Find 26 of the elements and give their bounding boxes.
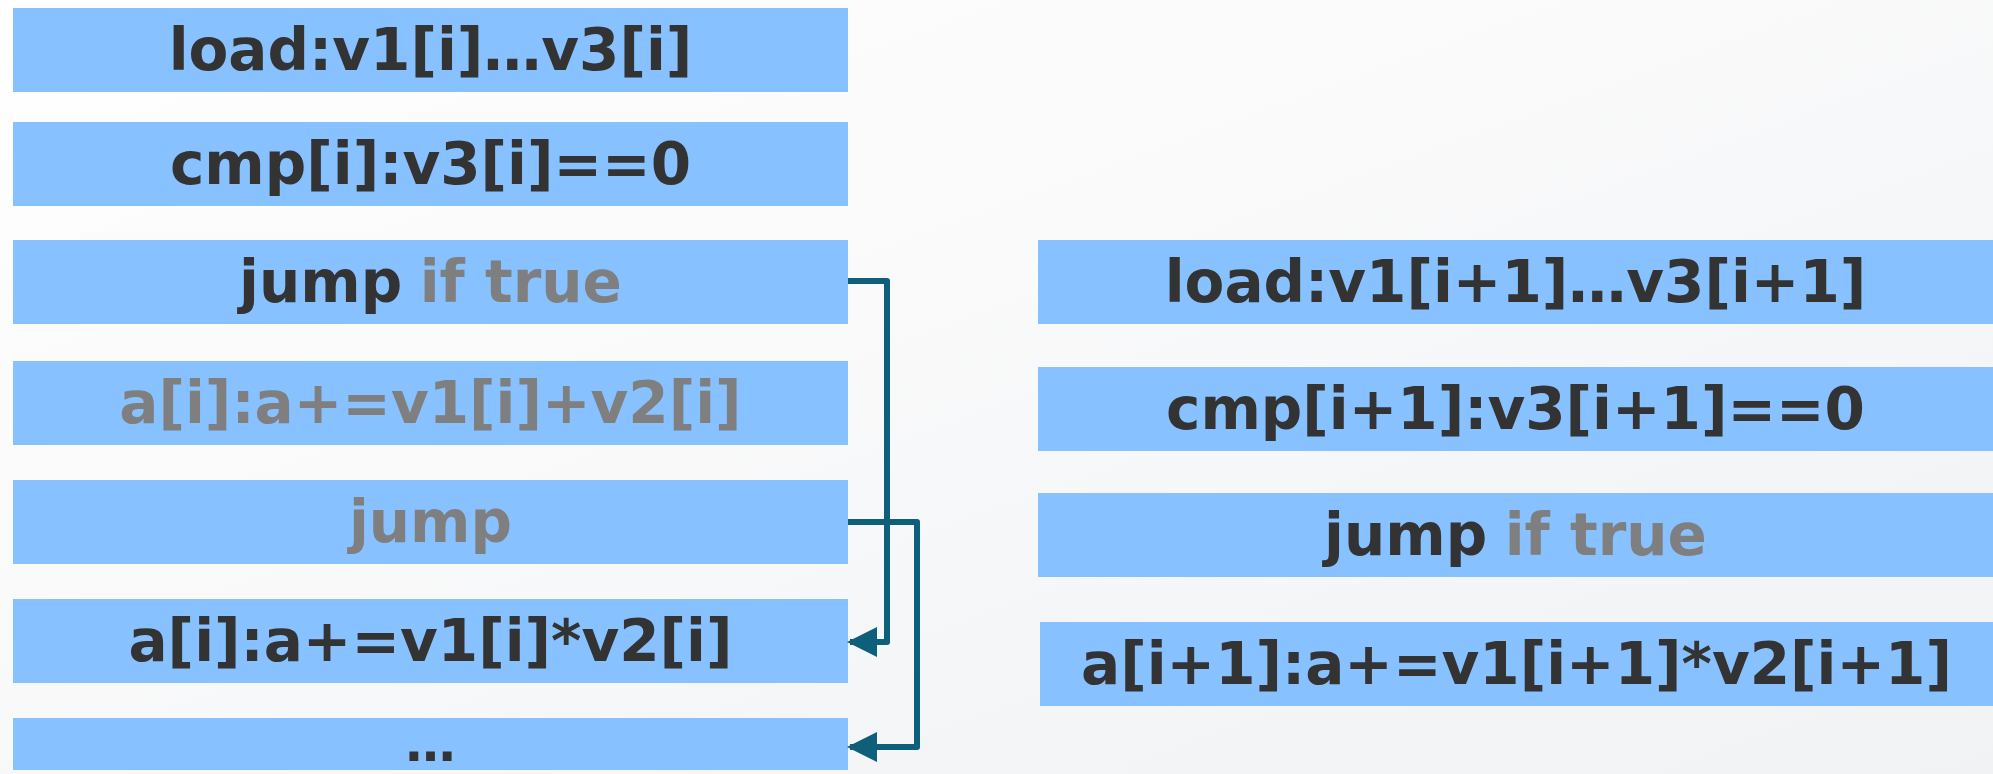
step-text: if true: [1504, 501, 1707, 569]
step-text: …: [405, 715, 456, 773]
step-box: [13, 8, 848, 92]
step-box: [13, 240, 848, 324]
step-box: [13, 361, 848, 445]
step-text: jump: [239, 248, 403, 316]
step-text: a[i+1]:a+=v1[i+1]*v2[i+1]: [1081, 630, 1952, 698]
step-text: a[i]:a+=v1[i]+v2[i]: [119, 369, 742, 437]
step-text: cmp[i+1]:v3[i+1]==0: [1166, 375, 1865, 443]
step-text: cmp[i]:v3[i]==0: [169, 130, 691, 198]
step-box: [1038, 493, 1993, 577]
step-box: [13, 480, 848, 564]
step-box: [13, 718, 848, 770]
step-box: [1038, 367, 1993, 451]
jump-arrow: [847, 519, 920, 762]
step-box: [1040, 622, 1993, 706]
step-text: a[i]:a+=v1[i]*v2[i]: [128, 607, 733, 675]
step-box: [1038, 240, 1993, 324]
step-box: [13, 599, 848, 683]
step-text: load:v1[i]…v3[i]: [168, 16, 693, 84]
step-text: jump: [1324, 501, 1488, 569]
step-text: jump: [348, 488, 513, 556]
jump-arrow: [847, 278, 890, 657]
step-text: if true: [419, 248, 622, 316]
step-text: load:v1[i+1]…v3[i+1]: [1164, 248, 1867, 316]
step-box: [13, 122, 848, 206]
